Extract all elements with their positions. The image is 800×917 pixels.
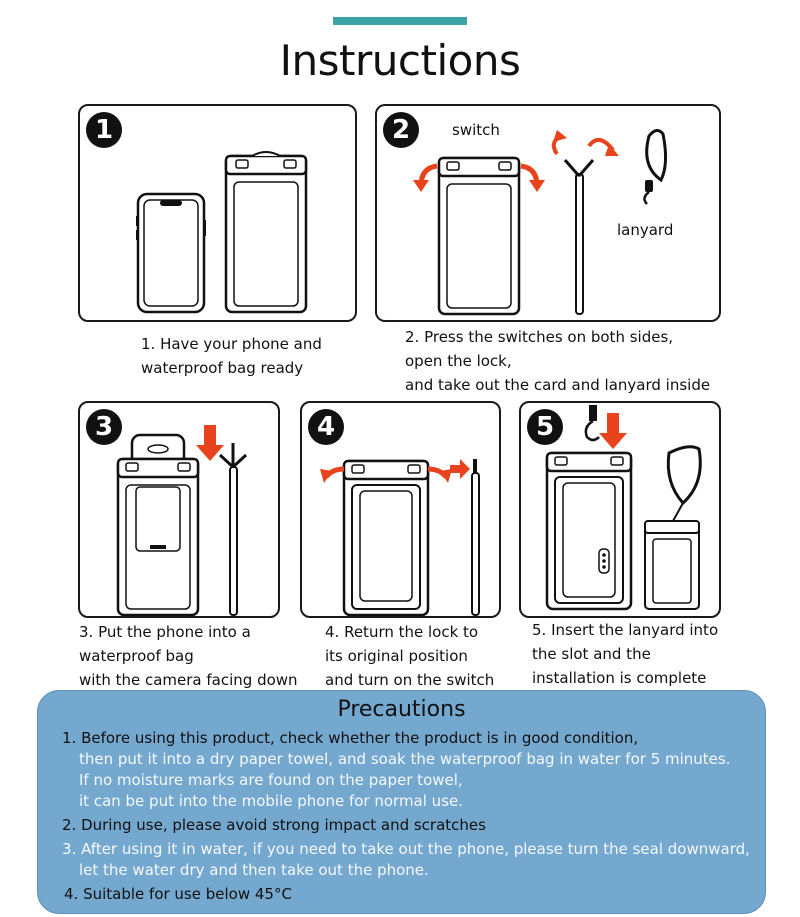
step-3-number-badge: 3 xyxy=(86,409,122,445)
precaution-line: 4. Suitable for use below 45°C xyxy=(64,885,292,903)
step-3-caption-line: 3. Put the phone into a xyxy=(79,623,251,641)
step-3-illustration xyxy=(116,425,248,617)
lanyard-label: lanyard xyxy=(617,221,674,239)
step-2-caption-line: open the lock, xyxy=(405,352,512,370)
step-4-caption-line: 4. Return the lock to xyxy=(325,623,479,641)
precaution-line: let the water dry and then take out the … xyxy=(79,861,429,879)
step-1-caption-line: waterproof bag ready xyxy=(141,359,304,377)
title-accent-bar xyxy=(333,17,467,25)
step-2-caption-line: and take out the card and lanyard inside xyxy=(405,376,711,394)
step-1-panel: 1 xyxy=(78,104,357,322)
step-5-caption-line: installation is complete xyxy=(532,669,707,687)
step-1-number-badge: 1 xyxy=(86,112,122,148)
precautions-box: Precautions 1. Before using this product… xyxy=(37,690,766,914)
step-5-caption-line: 5. Insert the lanyard into xyxy=(532,621,719,639)
step-2-panel: 2 switch lanyard xyxy=(375,104,721,322)
step-4-caption: 4. Return the lock to its original posit… xyxy=(325,620,494,692)
step-1-illustration xyxy=(136,151,308,314)
step-4-caption-line: and turn on the switch xyxy=(325,671,495,689)
step-3-caption-line: waterproof bag xyxy=(79,647,194,665)
step-3-panel: 3 xyxy=(78,401,280,618)
page-title: Instructions xyxy=(279,36,521,85)
precaution-line: 1. Before using this product, check whet… xyxy=(62,729,639,747)
step-5-number-badge: 5 xyxy=(527,409,563,445)
precaution-line: 3. After using it in water, if you need … xyxy=(62,840,750,858)
step-4-number-badge: 4 xyxy=(308,409,344,445)
step-2-caption: 2. Press the switches on both sides, ope… xyxy=(405,325,710,397)
step-2-illustration xyxy=(413,129,668,316)
step-1-caption-line: 1. Have your phone and xyxy=(141,335,322,353)
step-5-panel: 5 xyxy=(519,401,721,618)
precaution-line: it can be put into the mobile phone for … xyxy=(79,792,464,810)
step-4-illustration xyxy=(320,459,480,617)
step-5-illustration xyxy=(545,405,702,611)
precaution-line: then put it into a dry paper towel, and … xyxy=(79,750,731,768)
step-3-caption-line: with the camera facing down xyxy=(79,671,298,689)
precautions-title: Precautions xyxy=(337,697,466,722)
step-5-caption-line: the slot and the xyxy=(532,645,651,663)
step-1-caption: 1. Have your phone and waterproof bag re… xyxy=(141,332,322,380)
step-2-caption-line: 2. Press the switches on both sides, xyxy=(405,328,674,346)
precaution-line: 2. During use, please avoid strong impac… xyxy=(62,816,486,834)
step-4-panel: 4 xyxy=(300,401,501,618)
step-5-caption: 5. Insert the lanyard into the slot and … xyxy=(532,618,718,690)
step-2-number-badge: 2 xyxy=(383,112,419,148)
step-3-caption: 3. Put the phone into a waterproof bag w… xyxy=(79,620,298,692)
step-4-caption-line: its original position xyxy=(325,647,468,665)
precaution-line: If no moisture marks are found on the pa… xyxy=(79,771,463,789)
switch-label: switch xyxy=(452,121,500,139)
